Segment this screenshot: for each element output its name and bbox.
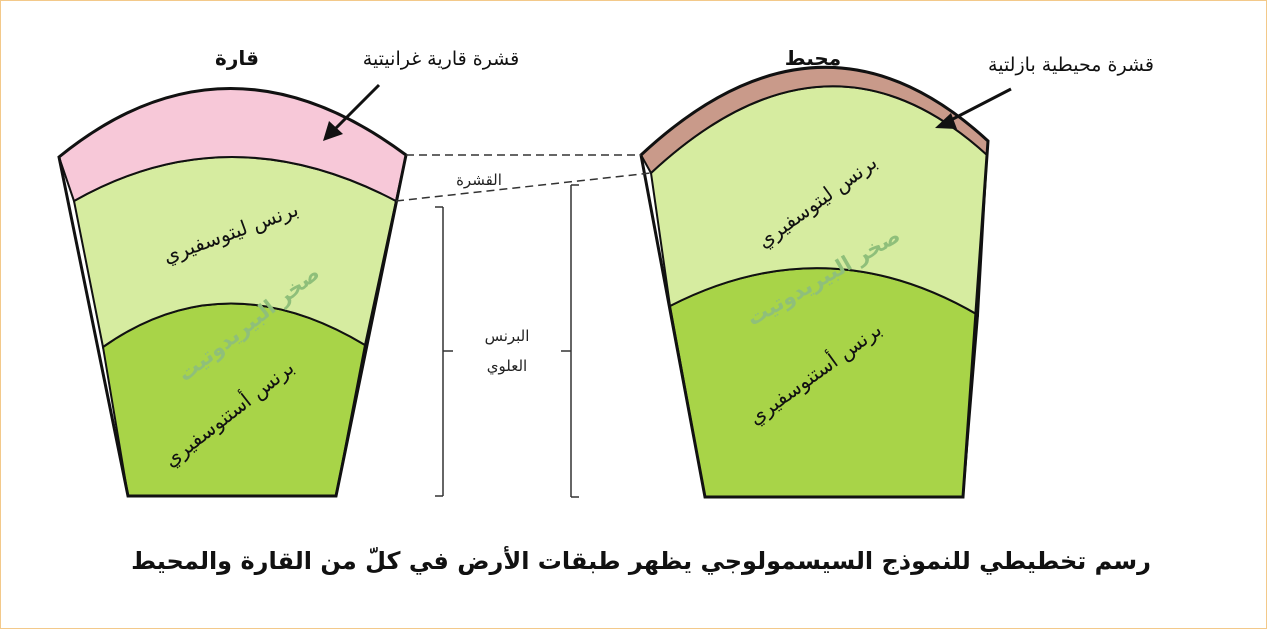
diagram-caption: رسم تخطيطي للنموذج السيسمولوجي يظهر طبقا… <box>131 546 1151 575</box>
oceanic-crust-label: قشرة محيطية بازلتية <box>988 54 1154 76</box>
upper-mantle-label-line2: العلوي <box>487 357 527 376</box>
continent-title: قارة <box>215 46 259 70</box>
oceanic-crust-arrow <box>935 87 1012 129</box>
ocean-block: محيط قشرة محيطية بازلتية برنس ليتوسفيري … <box>639 46 1154 499</box>
continent-block: قارة قشرة قارية غرانيتية برنس ليتوسفيري … <box>57 46 519 498</box>
crust-connector-lines <box>395 154 652 202</box>
continental-crust-label: قشرة قارية غرانيتية <box>363 48 519 70</box>
ocean-outline <box>639 65 990 499</box>
crust-middle-label: القشرة <box>456 171 502 189</box>
continental-crust-arrow <box>323 83 381 141</box>
upper-mantle-bracket-left <box>435 206 453 497</box>
upper-mantle-bracket-right <box>561 184 579 498</box>
ocean-asthenosphere-layer <box>668 267 980 498</box>
ocean-title: محيط <box>785 46 841 70</box>
upper-mantle-label-line1: البرنس <box>485 327 530 345</box>
continent-outline <box>57 87 408 498</box>
